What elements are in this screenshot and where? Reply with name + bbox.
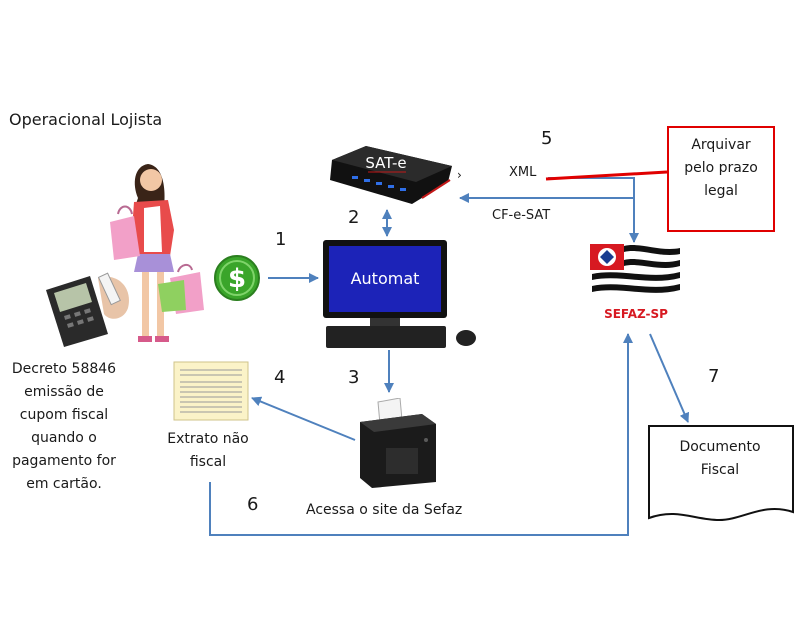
printer-icon [360, 398, 436, 488]
mouse-icon [456, 330, 476, 346]
automat-monitor: Automat [323, 240, 447, 318]
arrow-sefaz-to-documento [649, 333, 690, 423]
page-title: Operacional Lojista [9, 110, 163, 129]
archive-box: Arquivar pelo prazo legal [667, 126, 775, 232]
decree-line: cupom fiscal [19, 407, 109, 423]
step-number-1: 1 [275, 229, 287, 250]
keyboard-icon [326, 326, 446, 348]
automat-screen: Automat [329, 246, 441, 312]
decree-line: pagamento for [12, 453, 116, 469]
step-number-7: 7 [708, 366, 720, 387]
xml-label: XML [509, 165, 537, 180]
acessa-label: Acessa o site da Sefaz [306, 502, 463, 518]
sefaz-label: SEFAZ-SP [604, 307, 668, 321]
step-number-3: 3 [348, 367, 360, 388]
documento-line: Documento [679, 439, 761, 455]
decree-line: em cartão. [26, 476, 102, 492]
step-number-6: 6 [247, 494, 259, 515]
chevron-right-icon: › [457, 168, 462, 182]
shopper-woman-icon [110, 164, 204, 342]
sat-label: SAT-e [365, 154, 406, 172]
extrato-line: fiscal [189, 454, 227, 470]
cfe-sat-label: CF-e-SAT [492, 208, 551, 223]
documento-fiscal-shape [648, 425, 794, 522]
step-number-2: 2 [348, 207, 360, 228]
receipt-icon [173, 361, 249, 421]
dollar-symbol: $ [228, 264, 246, 294]
decree-line: Decreto 58846 [11, 361, 117, 377]
card-machine-icon [46, 272, 129, 347]
decree-text: Decreto 58846 emissão de cupom fiscal qu… [5, 358, 123, 496]
arrow-xml-to-sefaz [548, 177, 639, 243]
step-number-4: 4 [274, 367, 286, 388]
sefaz-flag-icon: SEFAZ-SP [590, 244, 680, 321]
monitor-stand [370, 318, 400, 328]
red-connector-archive [545, 170, 668, 181]
archive-line: pelo prazo [684, 160, 758, 176]
arrow-extrato-to-sefaz [209, 333, 633, 536]
documento-line: Fiscal [700, 462, 740, 478]
arrow-cfe-to-sat [459, 193, 635, 238]
sat-device-icon: SAT-e [330, 146, 452, 204]
documento-label: Documento Fiscal [650, 436, 790, 482]
archive-line: legal [704, 183, 738, 199]
extrato-line: Extrato não [167, 431, 249, 447]
decree-line: quando o [31, 430, 97, 446]
extrato-label: Extrato não fiscal [156, 428, 260, 474]
dollar-coin-icon: $ [214, 255, 260, 301]
step-number-5: 5 [541, 128, 553, 149]
archive-line: Arquivar [691, 137, 751, 153]
arrow-printer-to-receipt [251, 396, 356, 441]
decree-line: emissão de [24, 384, 104, 400]
